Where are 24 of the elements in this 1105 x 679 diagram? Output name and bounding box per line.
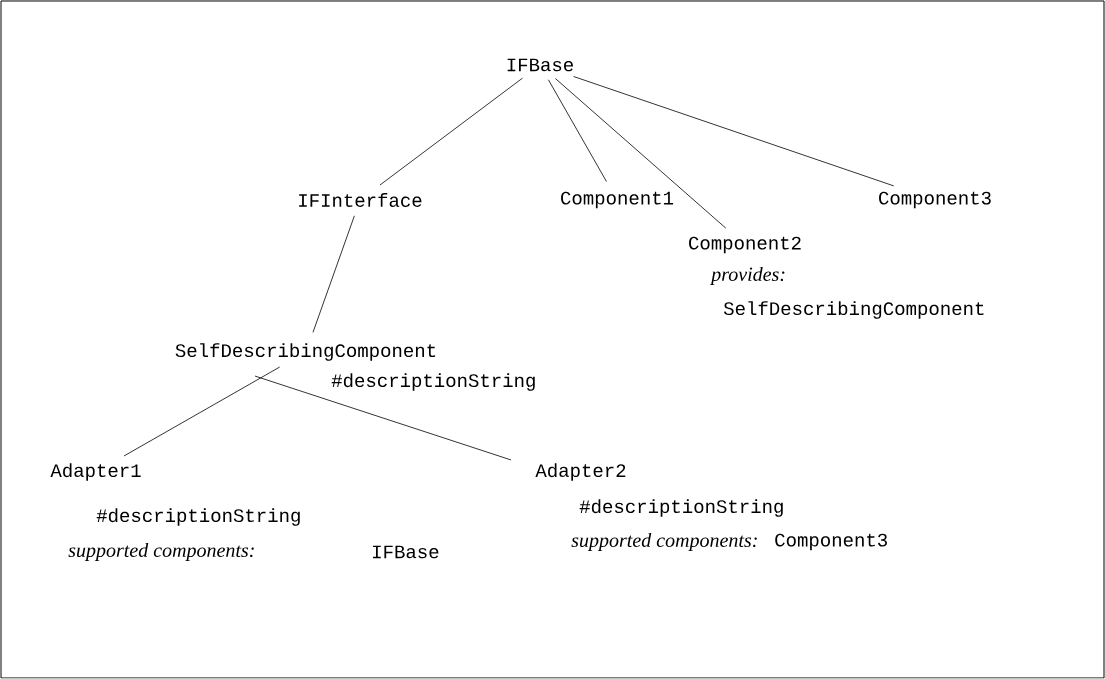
annotation-label: supported components: (571, 532, 757, 552)
member-label: #descriptionString (579, 499, 783, 517)
class-name: Component2 (689, 236, 801, 254)
class-name: IFInterface (299, 193, 422, 207)
class-name: SelfDescribingComponent (175, 343, 436, 361)
tree-line (254, 375, 512, 461)
annotation-label: supported components: (68, 542, 254, 562)
tree-line (548, 79, 607, 182)
annotation-label: provides: (710, 266, 785, 286)
tree-line (573, 76, 895, 187)
class-name: Adapter2 (535, 463, 626, 481)
member-label: #descriptionString (96, 508, 300, 526)
member-label: #descriptionString (331, 373, 535, 391)
tree-line (312, 215, 355, 333)
member-label: IFBase (373, 545, 439, 559)
class-name: Adapter1 (50, 463, 141, 481)
class-name: Component3 (879, 191, 991, 209)
class-name: IFBase (507, 58, 573, 72)
member-label: Component3 (775, 533, 887, 551)
class-name: Component1 (561, 191, 674, 209)
member-label: SelfDescribingComponent (723, 301, 984, 319)
tree-line (554, 78, 727, 229)
tree-line (123, 366, 281, 457)
tree-line (379, 77, 523, 186)
